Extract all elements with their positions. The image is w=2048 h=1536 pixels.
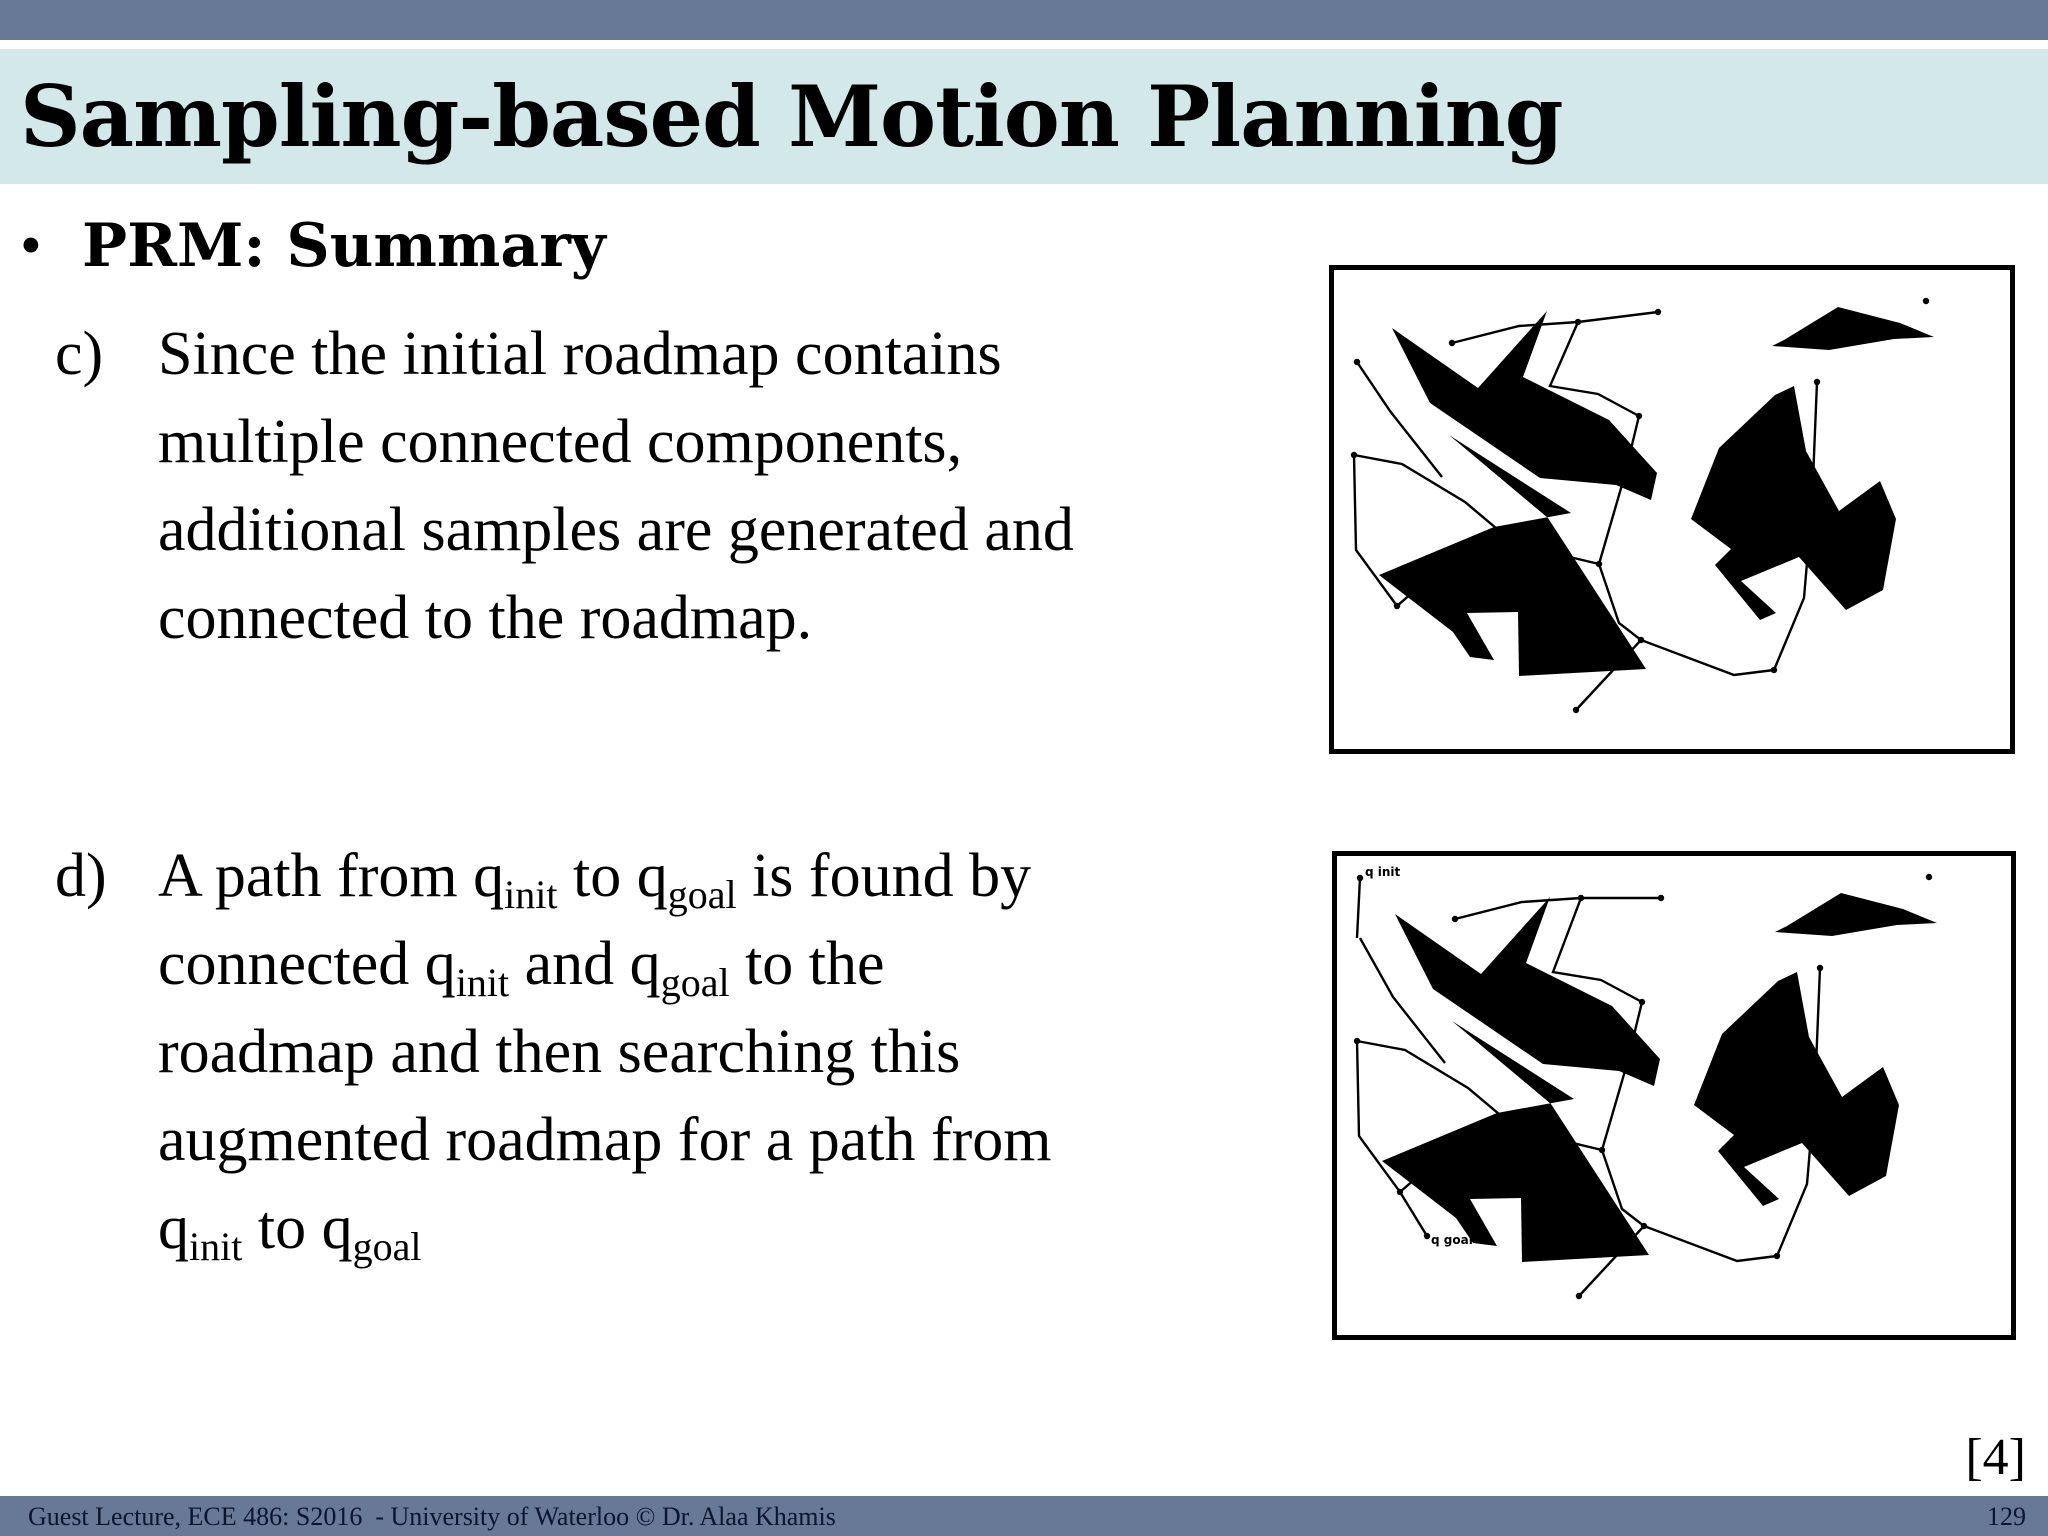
edge: [1352, 454, 1429, 608]
item-c-marker: c): [55, 320, 104, 388]
edge: [1577, 310, 1659, 324]
edge: [1358, 937, 1446, 1064]
roadmap-nodes: [1350, 297, 1930, 714]
page-number: 129: [1987, 1502, 2026, 1531]
item-d-line-3: roadmap and then searching this: [158, 1018, 961, 1086]
q-init-label: q init: [1365, 865, 1401, 879]
edge: [1640, 638, 1775, 677]
roadmap-nodes: [1353, 873, 1933, 1300]
edge: [1356, 361, 1443, 478]
roadmap-diagram-d: q init q goal: [1353, 865, 1937, 1300]
item-c-line-3: additional samples are generated and: [158, 496, 1074, 564]
edge: [1356, 1039, 1603, 1152]
roadmap-edges: [1355, 877, 1822, 1297]
item-c-text: Since the initial roadmap contains multi…: [158, 310, 1348, 662]
edge: [1548, 321, 1640, 418]
item-d-line-1: A path from qinit to qgoal is found by: [158, 842, 1032, 917]
edge: [1353, 453, 1600, 566]
top-banner-bar: [0, 0, 2048, 40]
slide-title: Sampling-based Motion Planning: [20, 67, 1563, 166]
obstacles: [1379, 307, 1934, 676]
obstacle: [1379, 435, 1646, 676]
edge: [1551, 897, 1643, 1004]
bullet-heading: PRM: Summary: [82, 211, 606, 281]
obstacles: [1382, 893, 1937, 1262]
item-d-marker: d): [55, 842, 107, 910]
edge: [1768, 502, 1813, 527]
roadmap-figure-c: [1329, 265, 2015, 754]
bullet-symbol: •: [20, 212, 42, 280]
item-d-line-2: connected qinit and qgoal to the: [158, 930, 885, 1005]
edge: [1772, 503, 1814, 671]
roadmap-edges: [1352, 310, 1819, 711]
edge: [1810, 381, 1819, 505]
footer-bar: [0, 1496, 2048, 1536]
obstacle: [1694, 972, 1899, 1206]
obstacle: [1775, 893, 1937, 936]
roadmap-diagram-c: [1350, 297, 1934, 714]
item-c-line-4: connected to the roadmap.: [158, 584, 813, 652]
edge: [1578, 1225, 1645, 1297]
roadmap-figure-d: q init q goal: [1332, 851, 2016, 1340]
edge: [1643, 1224, 1778, 1263]
edge: [1451, 320, 1579, 345]
edge: [1771, 1088, 1816, 1113]
obstacle: [1691, 386, 1896, 620]
item-d-line-4: augmented roadmap for a path from: [158, 1106, 1052, 1174]
item-d-text: A path from qinit to qgoal is found by c…: [158, 832, 1348, 1272]
obstacle: [1395, 897, 1660, 1086]
edge: [1600, 1001, 1644, 1151]
q-goal-label: q goal: [1431, 1233, 1473, 1247]
edge: [1813, 967, 1822, 1091]
edge: [1575, 639, 1642, 711]
edge: [1355, 1040, 1432, 1194]
edge: [1597, 563, 1642, 641]
obstacle: [1392, 311, 1657, 500]
edge: [1775, 1089, 1817, 1257]
edge: [1454, 896, 1582, 921]
item-c-line-1: Since the initial roadmap contains: [158, 320, 1002, 388]
edge: [1355, 877, 1362, 939]
item-c-line-2: multiple connected components,: [158, 408, 963, 476]
bullet-heading-row: • PRM: Summary: [20, 206, 606, 286]
item-d-line-5: qinit to qgoal: [158, 1194, 422, 1269]
title-band: [0, 49, 2048, 184]
edge: [1600, 1149, 1645, 1227]
edge: [1398, 1191, 1429, 1237]
citation-reference: [4]: [1965, 1429, 2026, 1486]
footer-credit: Guest Lecture, ECE 486: S2016 - Universi…: [28, 1502, 836, 1531]
obstacle: [1382, 1021, 1649, 1262]
edge: [1597, 415, 1641, 565]
obstacle: [1772, 307, 1934, 350]
